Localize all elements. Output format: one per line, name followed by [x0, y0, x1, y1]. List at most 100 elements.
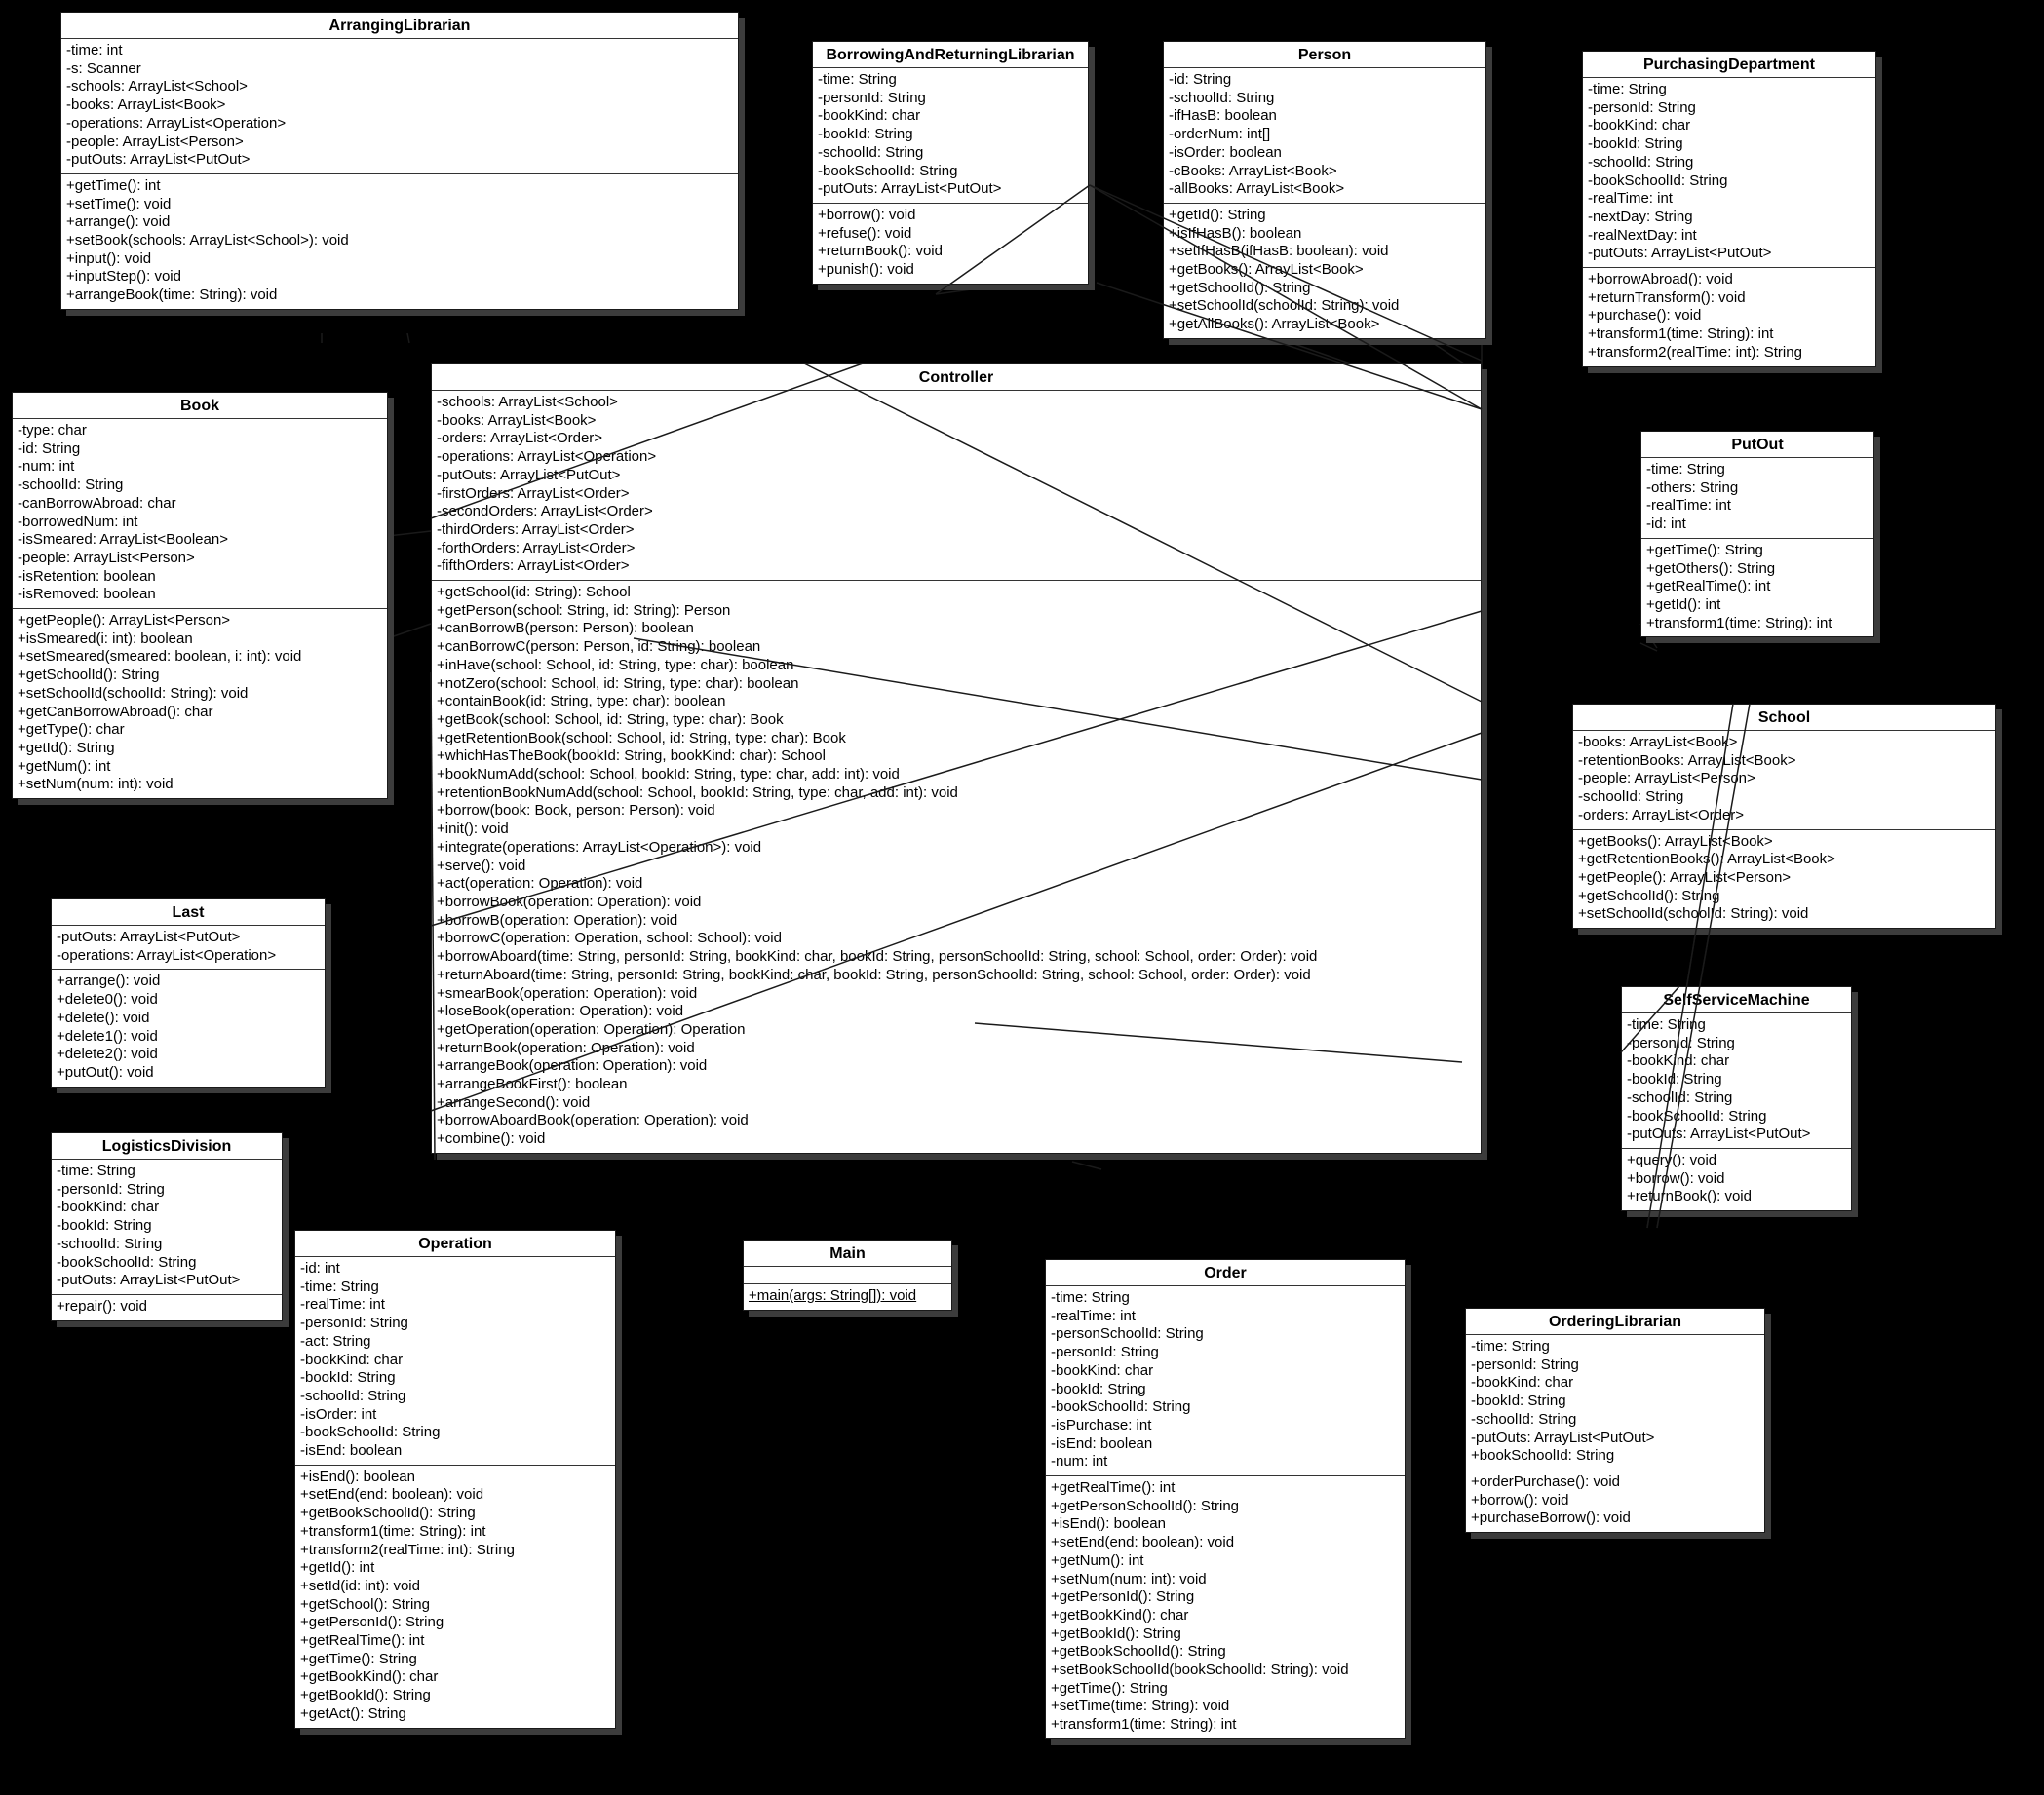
attributes-section: -time: String-personId: String-bookKind:…	[1622, 1013, 1851, 1149]
methods-section: +getTime(): String+getOthers(): String+g…	[1641, 539, 1873, 637]
attribute-row: -personId: String	[1471, 1356, 1579, 1373]
method-row: +notZero(school: School, id: String, typ…	[437, 674, 799, 692]
class-box-self-service-machine[interactable]: SelfServiceMachine-time: String-personId…	[1621, 986, 1852, 1212]
method-row: +inHave(school: School, id: String, type…	[437, 656, 794, 673]
class-box-book[interactable]: Book-type: char-id: String-num: int-scho…	[12, 392, 388, 800]
method-row: +borrowAboardBook(operation: Operation):…	[437, 1112, 749, 1129]
attribute-row: -borrowedNum: int	[18, 513, 138, 530]
method-row: +isEnd(): boolean	[300, 1468, 415, 1485]
attribute-row: -people: ArrayList<Person>	[1578, 770, 1755, 787]
class-name: PutOut	[1641, 432, 1873, 458]
class-box-put-out[interactable]: PutOut-time: String-others: String-realT…	[1640, 431, 1874, 638]
method-row: +getTime(): String	[1051, 1679, 1168, 1697]
methods-section: +getPeople(): ArrayList<Person>+isSmeare…	[13, 609, 387, 798]
class-box-controller[interactable]: Controller-schools: ArrayList<School>-bo…	[431, 363, 1482, 1154]
method-row: +getRealTime(): int	[300, 1632, 425, 1650]
attribute-row: -bookKind: char	[300, 1351, 404, 1368]
method-row: +transform1(time: String): int	[1588, 325, 1774, 343]
attribute-row: -fifthOrders: ArrayList<Order>	[437, 557, 630, 575]
class-box-purchasing-department[interactable]: PurchasingDepartment-time: String-person…	[1582, 51, 1876, 367]
attribute-row: -firstOrders: ArrayList<Order>	[437, 484, 630, 502]
association-line	[1071, 1161, 1102, 1170]
attribute-row: -num: int	[18, 458, 75, 476]
attribute-row: -time: String	[57, 1163, 135, 1179]
attribute-row: -personId: String	[1588, 98, 1696, 116]
attributes-section: -books: ArrayList<Book>-retentionBooks: …	[1573, 731, 1995, 830]
attribute-row: -operations: ArrayList<Operation>	[57, 946, 277, 964]
class-box-logistics-division[interactable]: LogisticsDivision-time: String-personId:…	[51, 1132, 283, 1321]
attribute-row: -bookKind: char	[1588, 117, 1691, 134]
attribute-row: -isOrder: boolean	[1169, 143, 1282, 161]
method-row: +setBookSchoolId(bookSchoolId: String): …	[1051, 1661, 1349, 1679]
class-box-last[interactable]: Last-putOuts: ArrayList<PutOut>-operatio…	[51, 898, 326, 1088]
attribute-row: -schoolId: String	[300, 1387, 406, 1404]
method-row: +setId(id: int): void	[300, 1577, 420, 1594]
attributes-section: -time: String-personId: String-bookKind:…	[1466, 1335, 1764, 1470]
method-row: +setSmeared(smeared: boolean, i: int): v…	[18, 648, 302, 666]
method-row: +getId(): String	[18, 739, 115, 756]
class-name: Controller	[432, 364, 1481, 391]
methods-section: +repair(): void	[52, 1295, 282, 1320]
class-box-ordering-librarian[interactable]: OrderingLibrarian-time: String-personId:…	[1465, 1308, 1765, 1534]
attribute-row: -putOuts: ArrayList<PutOut>	[818, 180, 1002, 198]
association-line	[1639, 642, 1658, 652]
attribute-row: -personId: String	[1051, 1344, 1159, 1361]
attribute-row: -bookId: String	[300, 1369, 396, 1387]
attribute-row: -schools: ArrayList<School>	[437, 394, 618, 410]
attribute-row: -retentionBooks: ArrayList<Book>	[1578, 751, 1796, 769]
attribute-row: -isOrder: int	[300, 1405, 377, 1423]
attributes-section: -time: String-others: String-realTime: i…	[1641, 458, 1873, 539]
method-row: +retentionBookNumAdd(school: School, boo…	[437, 783, 958, 801]
method-row: +setSchoolId(schoolId: String): void	[1169, 297, 1400, 315]
class-name: ArrangingLibrarian	[61, 13, 738, 39]
method-row: +getNum(): int	[1051, 1551, 1144, 1569]
class-box-borrowing-and-returning-librarian[interactable]: BorrowingAndReturningLibrarian-time: Str…	[812, 41, 1089, 285]
association-line	[387, 530, 432, 537]
method-row: +getPersonId(): String	[1051, 1588, 1195, 1606]
method-row: +getId(): String	[1169, 206, 1266, 223]
class-box-main[interactable]: Main+main(args: String[]): void	[743, 1240, 952, 1311]
method-row: +integrate(operations: ArrayList<Operati…	[437, 838, 762, 856]
method-row: +transform2(realTime: int): String	[300, 1541, 515, 1558]
method-row: +punish(): void	[818, 261, 914, 279]
method-row: +main(args: String[]): void	[749, 1287, 917, 1304]
attribute-row: -people: ArrayList<Person>	[18, 549, 195, 566]
attribute-row: -bookSchoolId: String	[57, 1253, 197, 1271]
method-row: +arrangeBook(operation: Operation): void	[437, 1057, 708, 1075]
attribute-row: -isPurchase: int	[1051, 1416, 1152, 1433]
association-line	[406, 332, 410, 344]
attribute-row: -isRemoved: boolean	[18, 586, 156, 603]
attributes-section: -id: String-schoolId: String-ifHasB: boo…	[1164, 68, 1485, 204]
attributes-section: -time: int-s: Scanner-schools: ArrayList…	[61, 39, 738, 174]
method-row: +setTime(): void	[66, 195, 172, 212]
attribute-row: -schoolId: String	[57, 1235, 163, 1252]
attribute-row: -bookId: String	[818, 126, 913, 143]
method-row: +getPersonId(): String	[300, 1614, 444, 1631]
method-row: +setBook(schools: ArrayList<School>): vo…	[66, 232, 349, 249]
method-row: +getBookKind(): char	[300, 1668, 439, 1686]
attribute-row: -time: String	[818, 71, 897, 88]
method-row: +getPersonSchoolId(): String	[1051, 1497, 1240, 1514]
class-box-arranging-librarian[interactable]: ArrangingLibrarian-time: int-s: Scanner-…	[60, 12, 739, 310]
method-row: +getSchool(): String	[300, 1595, 430, 1613]
attribute-row: -time: int	[66, 42, 123, 58]
class-box-person[interactable]: Person-id: String-schoolId: String-ifHas…	[1163, 41, 1486, 339]
attribute-row: -operations: ArrayList<Operation>	[437, 448, 657, 466]
attributes-section: -time: String-personId: String-bookKind:…	[1583, 78, 1875, 269]
methods-section: +query(): void+borrow(): void+returnBook…	[1622, 1149, 1851, 1210]
class-name: PurchasingDepartment	[1583, 52, 1875, 78]
class-box-order[interactable]: Order-time: String-realTime: int-personS…	[1045, 1259, 1406, 1739]
method-row: +getTime(): String	[1646, 541, 1763, 558]
attribute-row: -personId: String	[300, 1315, 408, 1332]
class-box-operation[interactable]: Operation-id: int-time: String-realTime:…	[294, 1230, 616, 1729]
attribute-row: -bookKind: char	[1051, 1361, 1154, 1379]
attribute-row: -orders: ArrayList<Order>	[437, 430, 603, 447]
attributes-section: -time: String-realTime: int-personSchool…	[1046, 1286, 1405, 1477]
class-name: Operation	[295, 1231, 615, 1257]
attribute-row: -nextDay: String	[1588, 208, 1693, 225]
class-name: Book	[13, 393, 387, 419]
class-box-school[interactable]: School-books: ArrayList<Book>-retentionB…	[1572, 704, 1996, 930]
attribute-row: -time: String	[1588, 81, 1667, 97]
attribute-row: -realTime: int	[1588, 190, 1673, 208]
method-row: +repair(): void	[57, 1297, 147, 1315]
